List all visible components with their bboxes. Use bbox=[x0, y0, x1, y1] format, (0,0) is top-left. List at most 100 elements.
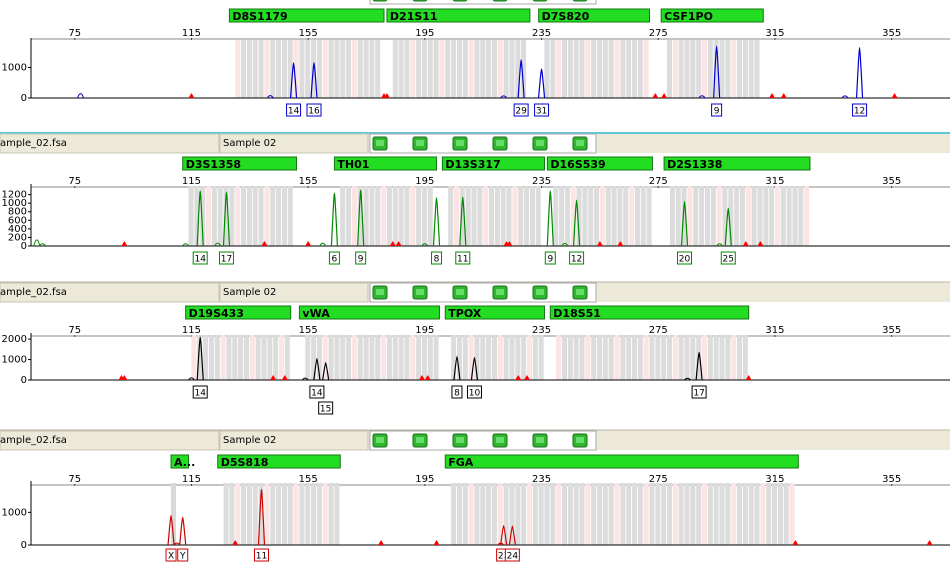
bin-stripe bbox=[521, 40, 527, 98]
allele-peak[interactable] bbox=[500, 524, 508, 546]
allele-peak[interactable] bbox=[322, 362, 330, 381]
dye-toggle-button[interactable] bbox=[412, 0, 428, 2]
dye-toggle-button[interactable] bbox=[452, 0, 468, 2]
allele-peak[interactable] bbox=[713, 45, 721, 99]
allele-label: 14 bbox=[194, 255, 206, 265]
allele-peak[interactable] bbox=[572, 199, 581, 247]
x-tick-label: 235 bbox=[532, 325, 551, 336]
bin-stripe bbox=[556, 483, 562, 545]
allele-label-box[interactable] bbox=[513, 103, 529, 117]
allele-peak[interactable] bbox=[855, 47, 864, 99]
allele-label-box[interactable] bbox=[677, 251, 693, 265]
marker-bin[interactable] bbox=[217, 454, 341, 469]
marker-bin[interactable] bbox=[182, 156, 297, 171]
bin-stripe bbox=[512, 186, 518, 246]
dye-toggle-button[interactable] bbox=[372, 0, 388, 2]
allele-label-box[interactable] bbox=[192, 251, 208, 265]
allele-label: 11 bbox=[256, 552, 267, 562]
allele-peak[interactable] bbox=[310, 62, 318, 99]
allele-peak[interactable] bbox=[470, 356, 479, 381]
allele-label-box[interactable] bbox=[355, 251, 367, 265]
allele-label-box[interactable] bbox=[455, 251, 471, 265]
allele-peak[interactable] bbox=[680, 200, 689, 247]
marker-bin[interactable] bbox=[333, 156, 438, 171]
allele-peak[interactable] bbox=[330, 192, 339, 247]
dye-toggle-button[interactable] bbox=[532, 0, 548, 2]
allele-peak[interactable] bbox=[257, 488, 266, 546]
allele-label: 29 bbox=[515, 107, 527, 117]
allele-peak[interactable] bbox=[453, 355, 461, 381]
bin-stripe bbox=[763, 186, 769, 246]
allele-peak[interactable] bbox=[196, 336, 204, 381]
allele-peak[interactable] bbox=[179, 516, 187, 546]
marker-bin[interactable] bbox=[298, 305, 440, 320]
allele-peak[interactable] bbox=[517, 59, 525, 99]
bin-stripe bbox=[462, 483, 468, 545]
allele-label-box[interactable] bbox=[504, 548, 520, 562]
allele-peak[interactable] bbox=[546, 190, 554, 247]
marker-bin[interactable] bbox=[549, 305, 750, 320]
marker-bin[interactable] bbox=[538, 8, 651, 23]
allele-label-box[interactable] bbox=[544, 251, 556, 265]
allele-label-box[interactable] bbox=[318, 401, 334, 415]
allele-label-box[interactable] bbox=[192, 385, 208, 399]
sample-name-label: Sample 02 bbox=[223, 138, 276, 149]
marker-bin[interactable] bbox=[441, 156, 545, 171]
allele-peak[interactable] bbox=[432, 196, 441, 247]
allele-peak[interactable] bbox=[196, 190, 204, 247]
allele-label-box[interactable] bbox=[711, 103, 723, 117]
allele-label-box[interactable] bbox=[218, 251, 234, 265]
dye-toggle-button[interactable] bbox=[572, 0, 588, 2]
allele-label: 9 bbox=[547, 255, 553, 265]
y-tick-label: 0 bbox=[21, 375, 27, 386]
bin-stripe bbox=[521, 483, 527, 545]
allele-label-box[interactable] bbox=[328, 251, 340, 265]
allele-label-box[interactable] bbox=[253, 548, 269, 562]
bin-stripe bbox=[451, 40, 457, 98]
allele-label-box[interactable] bbox=[177, 548, 189, 562]
allele-peak[interactable] bbox=[695, 351, 703, 381]
dye-toggle-button[interactable] bbox=[492, 0, 508, 2]
marker-bin[interactable] bbox=[386, 8, 531, 23]
allele-label-box[interactable] bbox=[306, 103, 322, 117]
marker-bin[interactable] bbox=[663, 156, 811, 171]
allele-peak[interactable] bbox=[222, 191, 231, 247]
bin-stripe bbox=[211, 186, 217, 246]
allele-label-box[interactable] bbox=[720, 251, 736, 265]
allele-peak[interactable] bbox=[313, 357, 321, 381]
allele-peak[interactable] bbox=[459, 196, 467, 247]
bin-stripe bbox=[567, 40, 573, 98]
allele-peak[interactable] bbox=[357, 189, 365, 247]
allele-label-box[interactable] bbox=[534, 103, 550, 117]
allele-label-box[interactable] bbox=[165, 548, 177, 562]
allele-label-box[interactable] bbox=[569, 251, 585, 265]
bin-stripe bbox=[334, 483, 340, 545]
marker-name: D19S433 bbox=[189, 307, 244, 320]
marker-bin[interactable] bbox=[444, 454, 799, 469]
allele-label-box[interactable] bbox=[852, 103, 868, 117]
allele-peak[interactable] bbox=[724, 207, 732, 247]
allele-peak[interactable] bbox=[289, 62, 298, 99]
allele-label-box[interactable] bbox=[691, 385, 707, 399]
marker-bin[interactable] bbox=[228, 8, 385, 23]
bin-stripe bbox=[421, 40, 427, 98]
allele-peak[interactable] bbox=[508, 525, 516, 546]
marker-bin[interactable] bbox=[185, 305, 292, 320]
allele-label-box[interactable] bbox=[286, 103, 302, 117]
allele-label-box[interactable] bbox=[466, 385, 482, 399]
allele-peak[interactable] bbox=[537, 68, 546, 99]
allele-label-box[interactable] bbox=[451, 385, 463, 399]
marker-bin[interactable] bbox=[660, 8, 764, 23]
bin-stripe bbox=[357, 335, 363, 380]
bin-stripe bbox=[611, 186, 617, 246]
bin-stripe bbox=[299, 40, 305, 98]
marker-bin[interactable] bbox=[170, 454, 190, 469]
bin-stripe bbox=[789, 483, 795, 545]
allele-label-box[interactable] bbox=[309, 385, 325, 399]
allele-peak[interactable] bbox=[167, 515, 175, 546]
marker-bin[interactable] bbox=[444, 305, 545, 320]
off-ladder-marker bbox=[926, 540, 933, 545]
allele-label-box[interactable] bbox=[431, 251, 443, 265]
marker-bin[interactable] bbox=[546, 156, 653, 171]
x-tick-label: 115 bbox=[182, 474, 201, 485]
